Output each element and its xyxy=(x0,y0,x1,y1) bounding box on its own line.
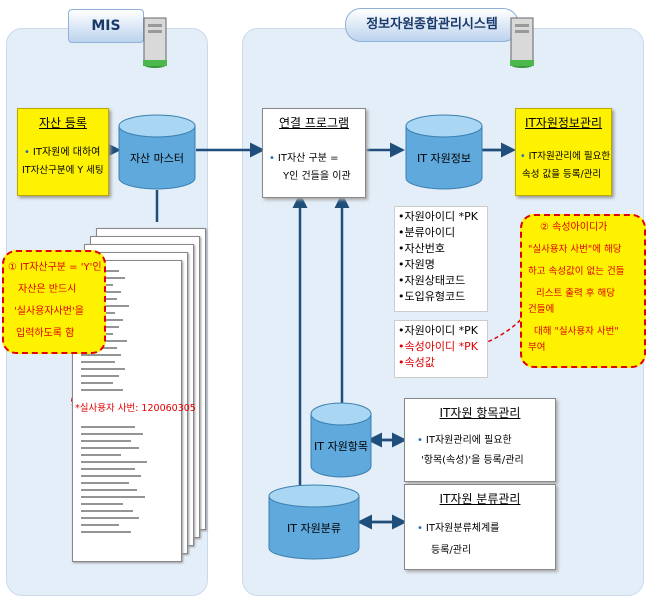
it-info-management-line-2: 속성 값을 등록/관리 xyxy=(522,169,602,180)
field-item: •자원상태코드 xyxy=(398,274,466,287)
field-item: •속성아이디 *PK xyxy=(398,340,478,353)
it-resource-info-db: IT 자원정보 xyxy=(405,114,483,190)
callout-1-line-3: '실사용자사번'을 xyxy=(14,306,84,317)
field-item: •자원명 xyxy=(398,258,435,271)
callout-2-line-2: "실사용자 사번"에 해당 xyxy=(528,244,622,255)
callout-1: ① IT자산구분 = 'Y'인 자산은 반드시 '실사용자사번'을 입력하도록 … xyxy=(2,250,106,354)
field-item: •속성값 xyxy=(398,356,435,369)
callout-2-line-7: 부여 xyxy=(528,342,546,353)
system-title-tab: 정보자원종합관리시스템 xyxy=(345,8,519,42)
resource-fields-list: •자원아이디 *PK •분류아이디 •자산번호 •자원명 •자원상태코드 •도입… xyxy=(394,206,488,312)
it-info-management-box: IT자원정보관리 IT자원관리에 필요한 속성 값을 등록/관리 xyxy=(515,108,612,196)
field-item: •자원아이디 *PK xyxy=(398,324,478,337)
it-item-management-line-1: IT자원관리에 필요한 xyxy=(417,433,512,449)
field-item: •분류아이디 xyxy=(398,226,456,239)
it-item-management-line-2: '항목(속성)'을 등록/관리 xyxy=(421,455,524,466)
callout-1-line-4: 입력하도록 함 xyxy=(16,328,75,339)
it-resource-info-label: IT 자원정보 xyxy=(417,152,471,165)
callout-2-line-4: 리스트 출력 후 해당 xyxy=(536,288,615,299)
callout-1-line-2: 자산은 반드시 xyxy=(18,284,77,295)
callout-2-line-5: 건들에 xyxy=(528,304,555,315)
it-class-management-line-2: 등록/관리 xyxy=(431,545,472,556)
it-item-management-title: IT자원 항목관리 xyxy=(439,406,521,420)
it-class-management-box: IT자원 분류관리 IT자원분류체계를 등록/관리 xyxy=(404,484,556,570)
document-highlight-text: *실사용자 사번: 120060305 xyxy=(75,403,196,414)
it-info-management-title: IT자원정보관리 xyxy=(524,116,603,130)
attribute-fields-list: •자원아이디 *PK •속성아이디 *PK •속성값 xyxy=(394,320,488,378)
mis-server-icon xyxy=(143,17,167,68)
field-item: •자산번호 xyxy=(398,242,445,255)
callout-1-line-1: ① IT자산구분 = 'Y'인 xyxy=(8,262,102,273)
system-server-icon xyxy=(510,17,534,68)
link-program-line-1: IT자산 구분 = xyxy=(269,151,339,167)
it-class-management-line-1: IT자원분류체계를 xyxy=(417,521,499,537)
callout-2-line-3: 하고 속성값이 없는 건들 xyxy=(528,266,625,277)
it-class-management-title: IT자원 분류관리 xyxy=(439,492,521,506)
system-title: 정보자원종합관리시스템 xyxy=(366,17,498,32)
it-info-management-line-1: IT자원관리에 필요한 xyxy=(520,149,611,165)
field-item: •자원아이디 *PK xyxy=(398,210,478,223)
callout-2: ② 속성아이디가 "실사용자 사번"에 해당 하고 속성값이 없는 건들 리스트… xyxy=(520,214,646,368)
mis-title-tab: MIS xyxy=(68,9,144,43)
mis-title: MIS xyxy=(91,18,121,34)
asset-registration-line-1: IT자원에 대하여 xyxy=(24,145,100,161)
it-resource-class-db: IT 자원분류 xyxy=(268,484,360,560)
asset-registration-box: 자산 등록 IT자원에 대하여 IT자산구분에 Y 세팅 xyxy=(17,108,109,196)
callout-2-line-1: ② 속성아이디가 xyxy=(540,222,608,233)
link-program-box: 연결 프로그램 IT자산 구분 = Y인 건들을 이관 xyxy=(262,108,366,198)
it-item-management-box: IT자원 항목관리 IT자원관리에 필요한 '항목(속성)'을 등록/관리 xyxy=(404,398,556,482)
asset-master-label: 자산 마스터 xyxy=(129,152,185,165)
link-program-line-2: Y인 건들을 이관 xyxy=(283,171,351,182)
asset-registration-line-2: IT자산구분에 Y 세팅 xyxy=(22,165,104,176)
it-resource-class-label: IT 자원분류 xyxy=(287,522,341,535)
it-resource-item-db: IT 자원항목 xyxy=(310,402,372,478)
callout-2-line-6: 대해 "실사용자 사번" xyxy=(534,326,619,337)
asset-registration-title: 자산 등록 xyxy=(39,116,87,130)
asset-master-db: 자산 마스터 xyxy=(118,114,196,190)
it-resource-item-label: IT 자원항목 xyxy=(314,440,368,453)
link-program-title: 연결 프로그램 xyxy=(278,116,350,130)
field-item: •도입유형코드 xyxy=(398,290,466,303)
